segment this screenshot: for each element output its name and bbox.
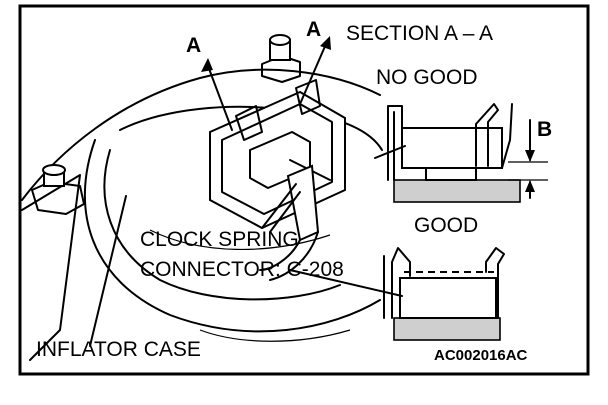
diagram-frame: [18, 4, 590, 376]
section-view-no-good: B: [387, 103, 552, 203]
good-label: GOOD: [414, 214, 478, 237]
section-title: SECTION A – A: [346, 22, 493, 45]
inflator-assembly: [21, 34, 383, 361]
arrow-a-left-label: A: [186, 34, 201, 57]
no-good-label: NO GOOD: [376, 66, 478, 89]
section-view-good: [383, 247, 505, 341]
clock-spring-label-line1: CLOCK SPRING: [140, 228, 299, 251]
clock-spring-label-line2: CONNECTOR: C-208: [140, 258, 344, 281]
figure-code: AC002016AC: [434, 347, 528, 364]
section-arrow-right: A: [299, 18, 331, 105]
leader-no-good: [374, 145, 406, 159]
leader-clock-spring-2: [269, 191, 301, 233]
dimension-b-label: B: [537, 118, 552, 141]
leader-good: [289, 269, 403, 297]
section-arrow-left: A: [186, 34, 233, 131]
leader-inflator: [89, 195, 127, 347]
arrow-a-right-label: A: [306, 18, 321, 41]
inflator-case-label: INFLATOR CASE: [36, 338, 201, 361]
leader-clock-spring-1: [261, 183, 297, 229]
